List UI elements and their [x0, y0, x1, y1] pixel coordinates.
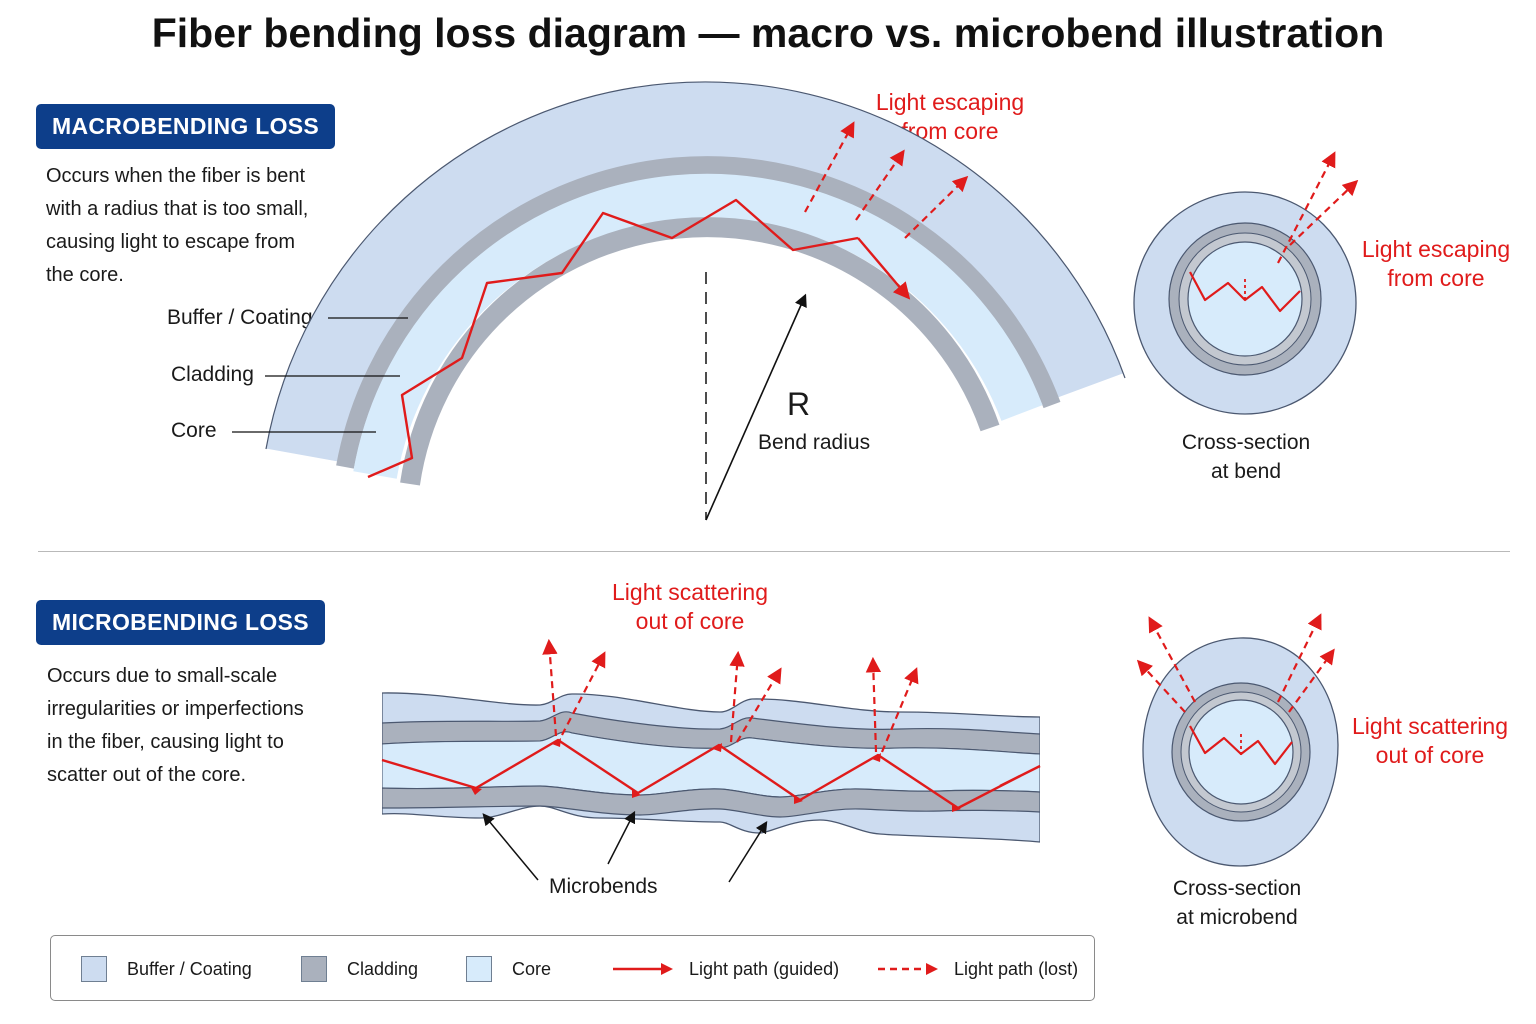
micro-path-arrowheads [470, 738, 961, 812]
legend-label: Light path (lost) [954, 958, 1079, 979]
legend-label: Buffer / Coating [127, 958, 252, 979]
label-line: Light scattering [1352, 713, 1508, 739]
legend-label: Cladding [347, 958, 419, 979]
label-line: Cross-section [1181, 431, 1311, 454]
lost-light-arrow [1277, 613, 1322, 703]
arrowhead [552, 738, 561, 747]
microbend-pointer [728, 820, 768, 883]
cross-section-bend [1133, 151, 1359, 415]
micro-wavy-fiber [382, 692, 1040, 843]
solid-arrow-icon [613, 963, 673, 975]
macro-guided-light-path [367, 198, 859, 479]
buffer-band [265, 81, 1124, 466]
light-scattering-label: Light scattering out of core [590, 578, 790, 636]
label-line: Light escaping [875, 89, 1025, 115]
cross-scattering-label: Light scattering out of core [1340, 712, 1520, 770]
legend-item-lost: Light path (lost) [876, 936, 1078, 1002]
micro-desc-line: Occurs due to small-scale [47, 665, 278, 687]
micro-desc-line: scatter out of the core. [47, 764, 246, 786]
lost-light-arrow [865, 656, 882, 753]
legend-item-cladding: Cladding [301, 936, 418, 1002]
cross-section-bend-label: Cross-section at bend [1146, 428, 1346, 486]
macro-desc-line: the core. [46, 264, 124, 286]
lost-light-arrow [804, 121, 855, 213]
macro-desc-line: causing light to escape from [46, 231, 296, 253]
label-line: out of core [635, 608, 745, 634]
macro-path-end-arrow [857, 237, 911, 300]
section-divider [38, 551, 1510, 552]
macro-escaping-arrows [804, 121, 969, 239]
micro-desc-line: in the fiber, causing light to [47, 731, 284, 753]
label-line: from core [1387, 265, 1485, 291]
lost-light-arrow [855, 149, 905, 221]
lost-light-arrow [542, 638, 558, 737]
cross-section-microbend [1136, 613, 1339, 867]
micro-scattering-arrows [542, 638, 919, 753]
dashed-arrow-icon [878, 963, 938, 975]
label-line: at bend [1210, 460, 1282, 483]
arrowhead [713, 743, 722, 752]
legend-item-buffer: Buffer / Coating [81, 936, 252, 1002]
legend-item-guided: Light path (guided) [611, 936, 839, 1002]
microbends-label: Microbends [549, 875, 658, 898]
buffer-swatch [81, 956, 107, 982]
lost-light-arrow [880, 667, 919, 753]
page-title: Fiber bending loss diagram — macro vs. m… [151, 10, 1385, 56]
radius-letter: R [787, 386, 811, 422]
label-line: out of core [1375, 742, 1485, 768]
macrobending-badge: MACROBENDING LOSS [36, 104, 336, 149]
macro-bent-fiber [265, 81, 1126, 486]
buffer-label: Buffer / Coating [167, 306, 313, 329]
macro-desc-line: with a radius that is too small, [46, 198, 309, 220]
lost-light-arrow [1289, 179, 1359, 246]
lost-light-arrow [904, 175, 969, 239]
arrowhead [872, 753, 881, 762]
arrowhead [470, 786, 482, 795]
arrowhead [952, 804, 961, 812]
lost-light-arrow [1148, 616, 1196, 703]
lost-light-arrow [736, 667, 782, 743]
label-line: Cross-section [1172, 877, 1302, 900]
core-swatch [466, 956, 492, 982]
label-line: Light escaping [1361, 236, 1511, 262]
micro-desc-line: irregularities or imperfections [47, 698, 304, 720]
microbend-pointer [607, 810, 636, 865]
lost-light-arrow [1288, 648, 1335, 713]
lost-light-arrow [561, 651, 606, 736]
macrobending-description: Occurs when the fiber is bent with a rad… [46, 160, 308, 292]
lost-light-arrow [729, 650, 745, 743]
microbending-description: Occurs due to small-scale irregularities… [47, 660, 304, 792]
micro-path-end-arrow [999, 764, 1041, 788]
label-line: Light scattering [612, 579, 768, 605]
cladding-label: Cladding [171, 363, 254, 386]
cladding-inner-band [400, 217, 1000, 486]
microbend-pointer [482, 813, 539, 881]
core-label: Core [171, 419, 217, 442]
cladding-swatch [301, 956, 327, 982]
microbending-badge: MICROBENDING LOSS [36, 600, 325, 645]
bend-radius-label: Bend radius [758, 431, 871, 454]
arrowhead [632, 790, 641, 798]
cladding-outer-band [336, 156, 1061, 469]
cross-escaping-label: Light escaping from core [1346, 235, 1526, 293]
radius-arrow [705, 293, 807, 521]
legend-label: Light path (guided) [689, 958, 840, 979]
legend-label: Core [512, 958, 552, 979]
legend-item-core: Core [466, 936, 551, 1002]
core-band [353, 173, 1043, 479]
buffer-outer-edge [265, 81, 1126, 450]
arrowhead [794, 796, 803, 804]
legend: Buffer / Coating Cladding Core Light pat… [50, 935, 1095, 1001]
cross-section-microbend-label: Cross-section at microbend [1137, 874, 1337, 932]
macro-desc-line: Occurs when the fiber is bent [46, 165, 306, 187]
lost-light-arrow [1277, 151, 1336, 264]
label-line: at microbend [1176, 906, 1298, 929]
